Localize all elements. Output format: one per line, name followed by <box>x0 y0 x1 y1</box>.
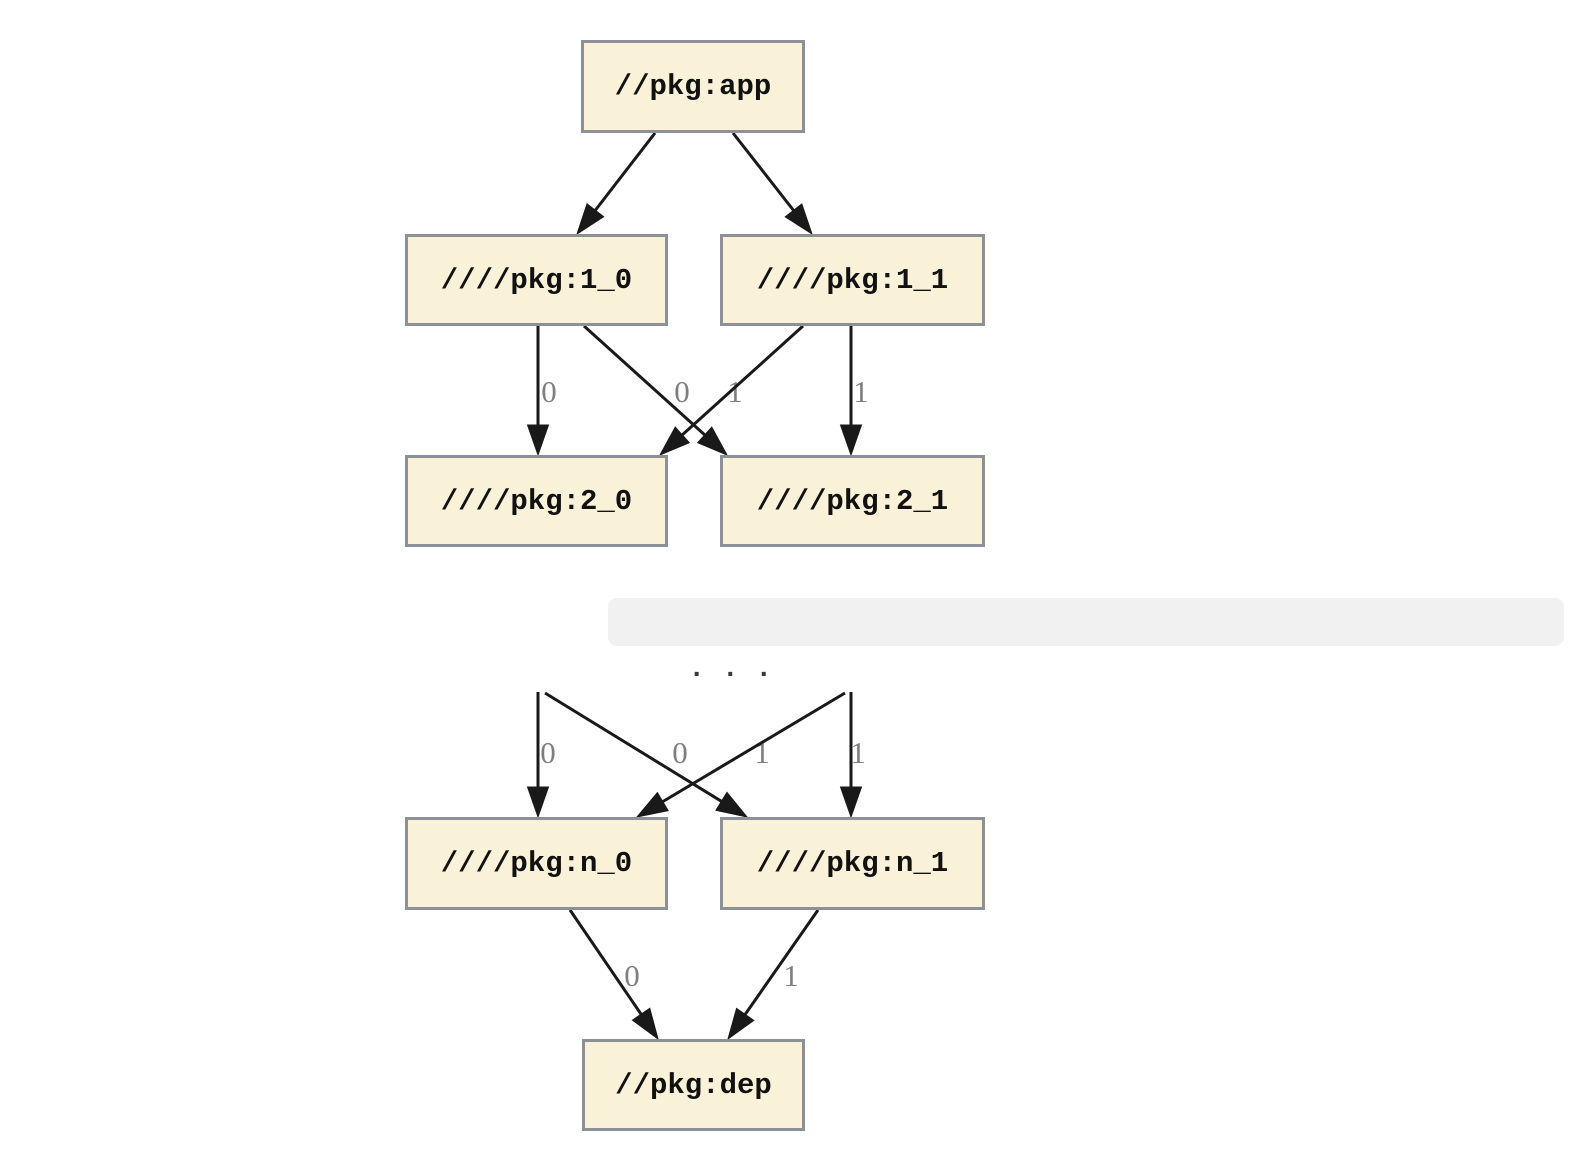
graph-node-app: //pkg:app <box>581 40 805 133</box>
edge-1_0-to-2_1 <box>582 324 706 437</box>
edge-app-to-1_1 <box>731 132 795 212</box>
graph-node-n_0: ////pkg:n_0 <box>405 817 668 910</box>
arrowhead-1_0-to-2_1 <box>696 426 729 457</box>
graph-node-2_1: ////pkg:2_1 <box>720 455 985 547</box>
graph-node-label: ////pkg:n_0 <box>440 847 633 880</box>
edge-1_1-to-2_0 <box>681 324 805 437</box>
arrowhead-...-to-n_0 <box>635 791 669 818</box>
edge-label-...-to-n_0: 0 <box>672 735 688 770</box>
edge-label-...-to-n_0: 0 <box>540 735 556 770</box>
graph-node-label: ////pkg:2_1 <box>756 484 949 518</box>
graph-node-1_1: ////pkg:1_1 <box>720 234 985 326</box>
edge-n_1-to-dep <box>743 909 820 1016</box>
arrowhead-...-to-n_1 <box>715 791 749 818</box>
edge-label-...-to-n_1: 1 <box>850 735 866 770</box>
edge-n_0-to-dep <box>568 909 643 1016</box>
arrowhead-1_1-to-2_1 <box>839 424 863 457</box>
graph-node-1_0: ////pkg:1_0 <box>405 234 668 326</box>
arrowhead-n_1-to-dep <box>727 1007 755 1041</box>
arrowhead-...-to-n_0 <box>526 786 550 819</box>
arrowhead-1_1-to-2_0 <box>658 426 691 457</box>
edge-label-1_1-to-2_1: 1 <box>853 374 869 409</box>
graph-node-2_0: ////pkg:2_0 <box>405 455 668 547</box>
arrowhead-n_0-to-dep <box>631 1007 659 1041</box>
ellipsis-text: . . . <box>688 654 773 685</box>
graph-node-label: ////pkg:1_1 <box>756 263 949 297</box>
graph-node-label: ////pkg:n_1 <box>756 847 949 880</box>
code-ellipsis-block: . . . <box>608 598 1564 685</box>
edge-label-1_1-to-2_0: 0 <box>674 374 690 409</box>
arrowhead-...-to-n_1 <box>839 786 863 819</box>
graph-node-label: //pkg:dep <box>615 1068 772 1102</box>
edge-label-n_1-to-dep: 1 <box>783 958 799 993</box>
edge-label-1_0-to-2_0: 0 <box>541 374 557 409</box>
arrowhead-app-to-1_0 <box>576 203 605 236</box>
graph-node-n_1: ////pkg:n_1 <box>720 817 985 910</box>
graph-node-label: ////pkg:2_0 <box>440 484 633 518</box>
edge-app-to-1_0 <box>594 132 657 212</box>
graph-node-label: //pkg:app <box>614 70 772 103</box>
edge-label-n_0-to-dep: 0 <box>624 958 640 993</box>
arrowhead-app-to-1_1 <box>784 203 813 236</box>
arrowhead-1_0-to-2_0 <box>526 424 550 457</box>
graph-node-label: ////pkg:1_0 <box>440 263 633 297</box>
graph-node-dep: //pkg:dep <box>582 1039 805 1131</box>
edge-...-to-n_0 <box>662 691 846 803</box>
